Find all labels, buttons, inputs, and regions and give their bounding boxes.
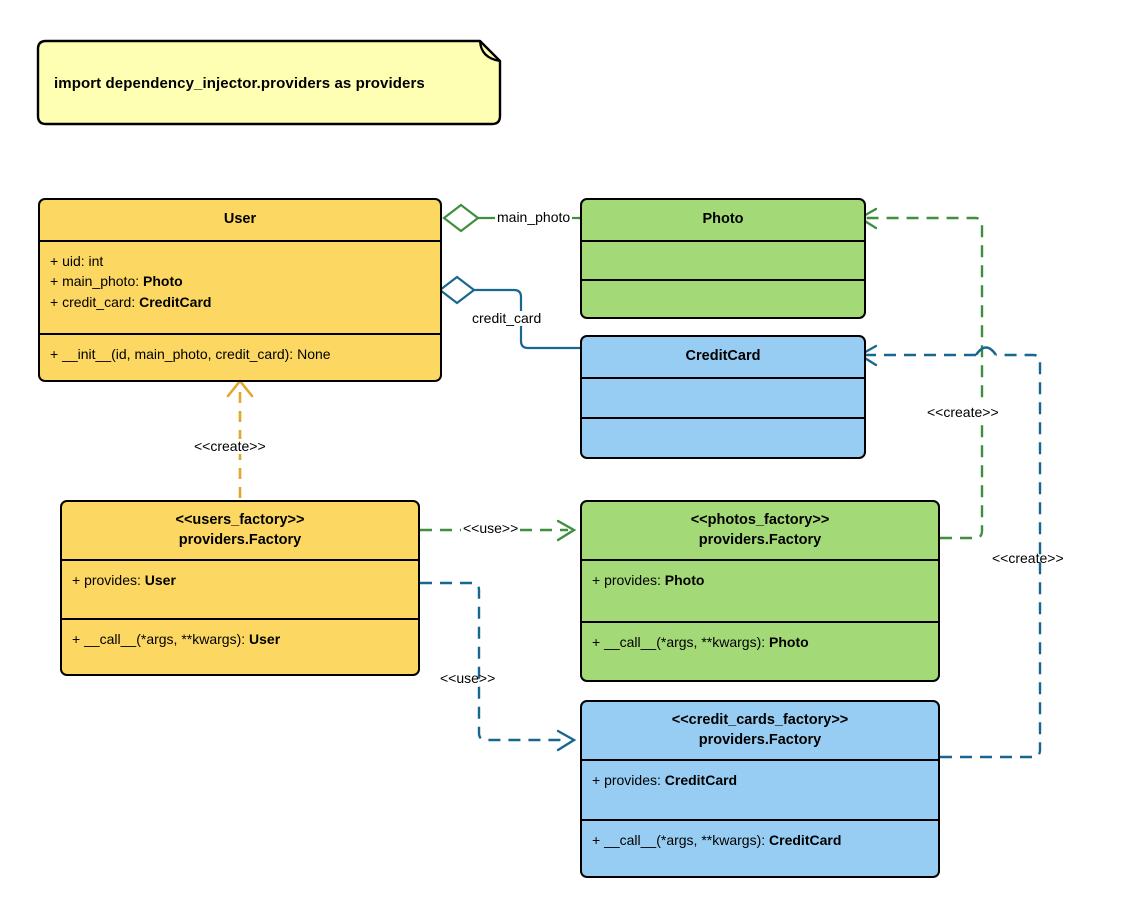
class-stereotype-photos-factory: <<photos_factory>>	[690, 512, 830, 529]
class-header-credit-cards-factory: <<credit_cards_factory>> providers.Facto…	[582, 702, 938, 761]
class-stereotype-credit-cards-factory: <<credit_cards_factory>>	[671, 712, 849, 729]
class-header-photos-factory: <<photos_factory>> providers.Factory	[582, 502, 938, 561]
attribute-credit-card: + credit_card: CreditCard	[50, 293, 212, 310]
class-title-photo: Photo	[702, 211, 744, 228]
aggregation-diamond-credit-card	[438, 275, 476, 305]
methods-photos-factory: + __call__(*args, **kwargs): Photo	[582, 621, 938, 680]
methods-users-factory: + __call__(*args, **kwargs): User	[62, 618, 418, 674]
methods-credit-cards-factory: + __call__(*args, **kwargs): CreditCard	[582, 819, 938, 876]
class-header-user: User	[40, 200, 440, 242]
attributes-credit-card	[582, 379, 864, 417]
class-stereotype-users-factory: <<users_factory>>	[175, 512, 305, 529]
class-header-credit-card: CreditCard	[582, 337, 864, 379]
attributes-photos-factory: + provides: Photo	[582, 561, 938, 621]
edge-label-use-photos: <<use>>	[461, 520, 521, 537]
open-arrowhead-use-photos	[556, 519, 577, 542]
method-call-credit-card: + __call__(*args, **kwargs): CreditCard	[592, 832, 842, 848]
attributes-credit-cards-factory: + provides: CreditCard	[582, 761, 938, 819]
class-box-credit-cards-factory[interactable]: <<credit_cards_factory>> providers.Facto…	[580, 700, 940, 878]
import-note: import dependency_injector.providers as …	[38, 41, 500, 125]
class-box-photos-factory[interactable]: <<photos_factory>> providers.Factory + p…	[580, 500, 940, 682]
edge-label-main-photo: main_photo	[495, 209, 573, 226]
class-title-credit-cards-factory: providers.Factory	[698, 731, 822, 748]
edge-label-use-credit-cards: <<use>>	[440, 670, 496, 686]
methods-credit-card	[582, 417, 864, 457]
class-title-users-factory: providers.Factory	[178, 531, 302, 548]
open-arrowhead-create-user	[226, 378, 254, 398]
edge-label-create-photo: <<create>>	[925, 404, 1001, 421]
edge-use-credit-cards-factory	[420, 581, 577, 752]
class-box-credit-card[interactable]: CreditCard	[580, 335, 866, 459]
class-box-users-factory[interactable]: <<users_factory>> providers.Factory + pr…	[60, 500, 420, 676]
edge-label-create-credit-card: <<create>>	[992, 550, 1064, 566]
attributes-photo	[582, 242, 864, 279]
attribute-uid: + uid: int	[50, 253, 104, 269]
aggregation-diamond-main-photo	[442, 203, 480, 233]
class-header-photo: Photo	[582, 200, 864, 242]
attribute-provides-user: + provides: User	[72, 572, 176, 588]
method-init: + __init__(id, main_photo, credit_card):…	[50, 346, 331, 362]
method-call-photo: + __call__(*args, **kwargs): Photo	[592, 634, 809, 650]
attribute-main-photo: + main_photo: Photo	[50, 273, 183, 290]
class-title-photos-factory: providers.Factory	[698, 531, 822, 548]
class-title-user: User	[223, 211, 257, 228]
attributes-users-factory: + provides: User	[62, 561, 418, 618]
attribute-provides-photo: + provides: Photo	[592, 572, 705, 588]
method-call-user: + __call__(*args, **kwargs): User	[72, 631, 281, 647]
class-box-photo[interactable]: Photo	[580, 198, 866, 319]
attribute-provides-credit-card: + provides: CreditCard	[592, 772, 738, 788]
class-title-credit-card: CreditCard	[685, 348, 761, 365]
attributes-user: + uid: int + main_photo: Photo + credit_…	[40, 242, 440, 333]
methods-photo	[582, 279, 864, 317]
class-box-user[interactable]: User + uid: int + main_photo: Photo + cr…	[38, 198, 442, 382]
methods-user: + __init__(id, main_photo, credit_card):…	[40, 333, 440, 380]
edge-label-credit-card: credit_card	[470, 310, 544, 327]
edge-label-create-user: <<create>>	[192, 438, 268, 455]
edge-create-photo	[857, 207, 984, 540]
import-note-text: import dependency_injector.providers as …	[54, 74, 425, 92]
class-header-users-factory: <<users_factory>> providers.Factory	[62, 502, 418, 561]
open-arrowhead-use-credit-cards	[556, 729, 577, 752]
